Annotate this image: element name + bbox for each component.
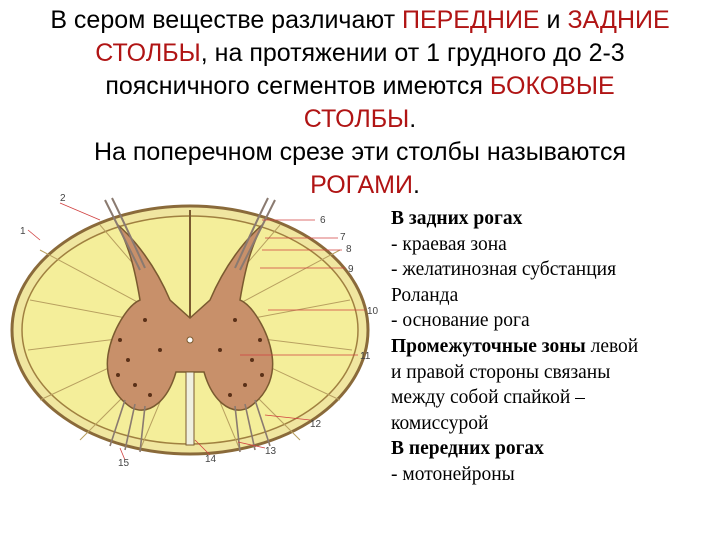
note-commissure: комиссурой xyxy=(391,412,489,434)
label-14: 14 xyxy=(205,454,217,465)
label-11: 11 xyxy=(360,351,371,362)
note-anterior-horns: В передних рогах xyxy=(391,438,544,460)
term-columns: СТОЛБЫ xyxy=(95,39,201,67)
note-intermediate-zones: Промежуточные зоны левой xyxy=(391,335,639,357)
label-6: 6 xyxy=(320,215,326,226)
ventral-root-fibers xyxy=(109,399,271,453)
label-9: 9 xyxy=(348,264,354,275)
term-horns: РОГАМИ xyxy=(310,171,413,199)
heading-line-4: СТОЛБЫ. xyxy=(303,105,417,133)
label-1: 1 xyxy=(20,226,26,237)
term-lateral: БОКОВЫЕ xyxy=(489,72,615,100)
label-8: 8 xyxy=(346,244,352,255)
gray-matter xyxy=(106,224,274,411)
note-motoneurons: - мотонейроны xyxy=(391,463,515,485)
note-rolando: Роланда xyxy=(391,284,459,306)
dorsal-root-fibers xyxy=(104,197,276,271)
heading-line-5: На поперечном срезе эти столбы называютс… xyxy=(93,138,626,166)
note-horn-base: - основание рога xyxy=(391,310,530,332)
slide-heading: В сером веществе различают ПЕРЕДНИЕ и ЗА… xyxy=(0,4,720,202)
label-12: 12 xyxy=(310,419,322,430)
term-anterior: ПЕРЕДНИЕ xyxy=(401,6,540,34)
term-columns-2: СТОЛБЫ xyxy=(303,105,410,133)
heading-line-3: поясничного сегментов имеются БОКОВЫЕ xyxy=(105,72,615,100)
neuron-cells xyxy=(116,318,264,397)
heading-line-1: В сером веществе различают ПЕРЕДНИЕ и ЗА… xyxy=(50,6,670,34)
label-15: 15 xyxy=(118,458,130,469)
anterior-median-fissure xyxy=(185,371,195,446)
notes-panel: В задних рогах - краевая зона - желатино… xyxy=(391,206,716,488)
note-posterior-horns: В задних рогах xyxy=(391,208,523,229)
leader-lines xyxy=(27,202,365,461)
note-right-side: и правой стороны связаны xyxy=(391,361,611,383)
label-10: 10 xyxy=(367,306,379,317)
label-7: 7 xyxy=(340,232,346,243)
heading-line-6: РОГАМИ. xyxy=(310,171,420,199)
central-canal xyxy=(186,336,194,344)
note-marginal-zone: - краевая зона xyxy=(391,233,507,255)
label-13: 13 xyxy=(265,446,277,457)
note-commissure-link: между собой спайкой – xyxy=(391,387,585,409)
heading-line-2: СТОЛБЫ, на протяжении от 1 грудного до 2… xyxy=(95,39,625,67)
note-gelatinous-substance: - желатинозная субстанция xyxy=(391,259,617,281)
label-2: 2 xyxy=(60,193,66,204)
term-posterior: ЗАДНИЕ xyxy=(567,6,670,34)
